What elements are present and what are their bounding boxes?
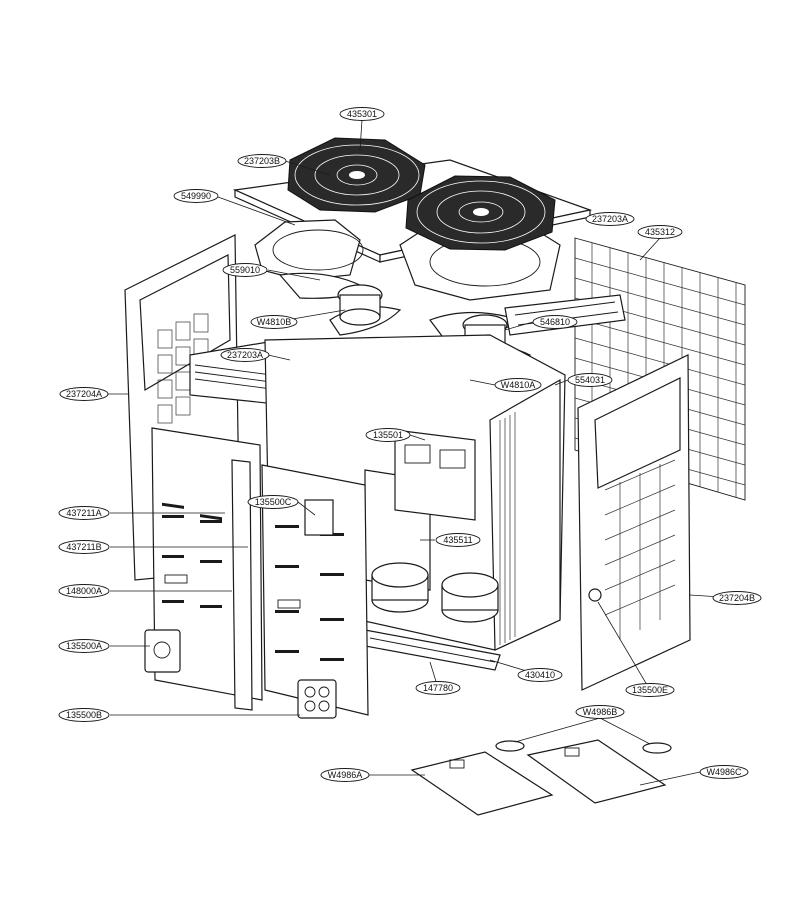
callout-237204A: 237204A xyxy=(59,387,109,401)
callout-label: 437211B xyxy=(66,542,101,552)
callout-546810: 546810 xyxy=(532,315,578,329)
callout-label: 237204B xyxy=(719,593,755,603)
callout-label: 430410 xyxy=(525,670,555,680)
callout-554031: 554031 xyxy=(567,373,613,387)
callout-label: 135500B xyxy=(66,710,102,720)
front-post xyxy=(231,459,253,711)
callout-label: 559010 xyxy=(230,265,260,275)
callout-135500C: 135500C xyxy=(247,495,299,509)
callout-W4986A: W4986A xyxy=(320,768,370,782)
callout-W4810B: W4810B xyxy=(250,315,298,329)
callout-label: 148000A xyxy=(66,586,102,596)
callout-237203B: 237203B xyxy=(237,154,287,168)
service-plate-b xyxy=(297,679,337,719)
callout-label: 554031 xyxy=(575,375,605,385)
motor-bracket xyxy=(504,294,626,336)
callout-W4986B: W4986B xyxy=(575,705,625,719)
fan-grille-right xyxy=(405,175,556,251)
callout-435511: 435511 xyxy=(435,533,481,547)
callout-label: 237204A xyxy=(66,389,102,399)
callout-135500B: 135500B xyxy=(58,708,110,722)
control-box xyxy=(364,429,476,591)
callout-237204B: 237204B xyxy=(712,591,762,605)
callout-label: 435312 xyxy=(645,227,675,237)
callout-W4810A: W4810A xyxy=(494,378,542,392)
fan-grille-left xyxy=(287,137,426,213)
base-cover-a xyxy=(410,751,554,816)
callout-237203A-top: 237203A xyxy=(585,212,635,226)
callout-label: 147780 xyxy=(423,683,453,693)
callout-label: W4810A xyxy=(501,380,536,390)
rubber-cap xyxy=(495,740,672,754)
callout-135500A: 135500A xyxy=(58,639,110,653)
callout-435312: 435312 xyxy=(637,225,683,239)
callout-437211B: 437211B xyxy=(58,540,110,554)
callout-label: 135500E xyxy=(632,685,668,695)
callout-435301: 435301 xyxy=(339,107,385,121)
callout-label: 237203B xyxy=(244,156,280,166)
callout-label: 135501 xyxy=(373,430,403,440)
callout-label: W4986A xyxy=(328,770,363,780)
callout-147780: 147780 xyxy=(415,681,461,695)
callout-label: W4986B xyxy=(583,707,618,717)
callout-148000A: 148000A xyxy=(58,584,110,598)
service-plate-a xyxy=(144,629,181,673)
callout-237203A-mid: 237203A xyxy=(220,348,270,362)
callout-label: 237203A xyxy=(227,350,263,360)
callout-label: 237203A xyxy=(592,214,628,224)
callout-W4986C: W4986C xyxy=(699,765,749,779)
callout-430410: 430410 xyxy=(517,668,563,682)
callout-135500E: 135500E xyxy=(625,683,675,697)
callout-label: 549990 xyxy=(181,191,211,201)
callout-label: 135500C xyxy=(255,497,292,507)
callout-549990: 549990 xyxy=(173,189,219,203)
callout-label: 435301 xyxy=(347,109,377,119)
callout-437211A: 437211A xyxy=(58,506,110,520)
compressor xyxy=(371,562,499,623)
callout-label: W4986C xyxy=(706,767,742,777)
callout-label: 546810 xyxy=(540,317,570,327)
callout-135501: 135501 xyxy=(365,428,411,442)
base-cover-c xyxy=(526,739,667,804)
callout-label: 437211A xyxy=(66,508,101,518)
callout-label: W4810B xyxy=(257,317,292,327)
right-side-panel xyxy=(577,354,691,691)
callout-label: 135500A xyxy=(66,641,102,651)
front-panel-right xyxy=(261,464,369,716)
callout-label: 435511 xyxy=(443,535,472,545)
callout-559010: 559010 xyxy=(222,263,268,277)
